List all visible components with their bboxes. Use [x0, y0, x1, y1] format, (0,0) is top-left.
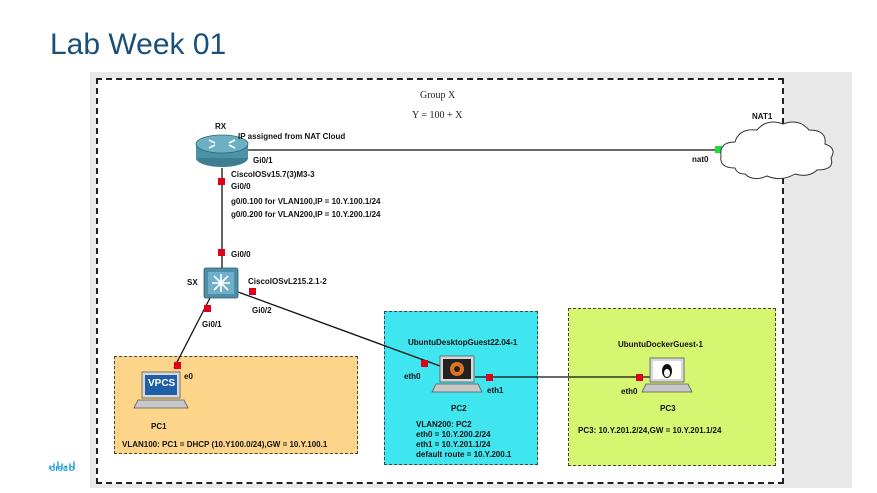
- ubuntu-desktop-icon[interactable]: [431, 355, 483, 393]
- cisco-logo-text: CISCO: [50, 466, 75, 473]
- slide-title: Lab Week 01: [50, 28, 227, 61]
- port-switch-gi01[interactable]: [204, 305, 211, 312]
- pc1-port-label: e0: [184, 372, 193, 381]
- router-name: RX: [215, 122, 227, 131]
- pc3-port-label: eth0: [621, 387, 638, 396]
- group-formula: Y = 100 + X: [412, 110, 463, 121]
- pc3-title: UbuntuDockerGuest-1: [618, 340, 703, 349]
- vpcs-pc-icon[interactable]: [133, 371, 189, 409]
- vpcs-badge: VPCS: [148, 378, 176, 389]
- cloud-icon[interactable]: [720, 121, 834, 180]
- port-switch-gi00[interactable]: [218, 249, 225, 256]
- pc2-port-eth1-label: eth1: [487, 386, 504, 395]
- router-note: IP assigned from NAT Cloud: [238, 132, 346, 141]
- port-router-gi00[interactable]: [218, 178, 225, 185]
- pc2-title: UbuntuDesktopGuest22.04-1: [408, 338, 518, 347]
- router-subinterfaces: g0/0.100 for VLAN100,IP = 10.Y.100.1/24 …: [231, 197, 381, 219]
- vlan100-zone[interactable]: [114, 356, 358, 454]
- router-port-gi01-label: Gi0/1: [253, 156, 273, 165]
- switch-icon[interactable]: [203, 267, 239, 299]
- cloud-port-label: nat0: [692, 155, 709, 164]
- port-cloud-nat0[interactable]: [715, 146, 722, 153]
- switch-port-gi00-label: Gi0/0: [231, 250, 251, 259]
- router-port-gi00-label: Gi0/0: [231, 182, 251, 191]
- pc3-config: PC3: 10.Y.201.2/24,GW = 10.Y.201.1/24: [578, 426, 722, 435]
- switch-port-gi02-label: Gi0/2: [252, 306, 272, 315]
- switch-port-gi01-label: Gi0/1: [202, 320, 222, 329]
- router-icon[interactable]: [195, 134, 249, 167]
- pc2-config: VLAN200: PC2 eth0 = 10.Y.200.2/24 eth1 =…: [416, 420, 512, 459]
- router-model: CiscoIOSv15.7(3)M3-3: [231, 170, 315, 179]
- cloud-name: NAT1: [752, 112, 773, 121]
- pc1-config: VLAN100: PC1 = DHCP (10.Y100.0/24),GW = …: [122, 440, 328, 449]
- link-switch-pc2[interactable]: [237, 291, 441, 367]
- port-pc3-eth0[interactable]: [636, 374, 643, 381]
- pc2-port-eth0-label: eth0: [404, 372, 421, 381]
- pc3-name: PC3: [660, 404, 676, 413]
- cisco-logo-icon: [49, 461, 75, 470]
- port-pc2-eth0[interactable]: [421, 360, 428, 367]
- switch-model: CiscoIOSvL215.2.1-2: [248, 277, 327, 286]
- port-pc1-e0[interactable]: [174, 362, 181, 369]
- pc1-name: PC1: [151, 422, 167, 431]
- port-switch-gi02[interactable]: [249, 288, 256, 295]
- switch-name: SX: [187, 278, 198, 287]
- group-title: Group X: [420, 90, 456, 101]
- port-pc2-eth1[interactable]: [486, 374, 493, 381]
- ubuntu-docker-icon[interactable]: [641, 357, 693, 393]
- pc2-name: PC2: [451, 404, 467, 413]
